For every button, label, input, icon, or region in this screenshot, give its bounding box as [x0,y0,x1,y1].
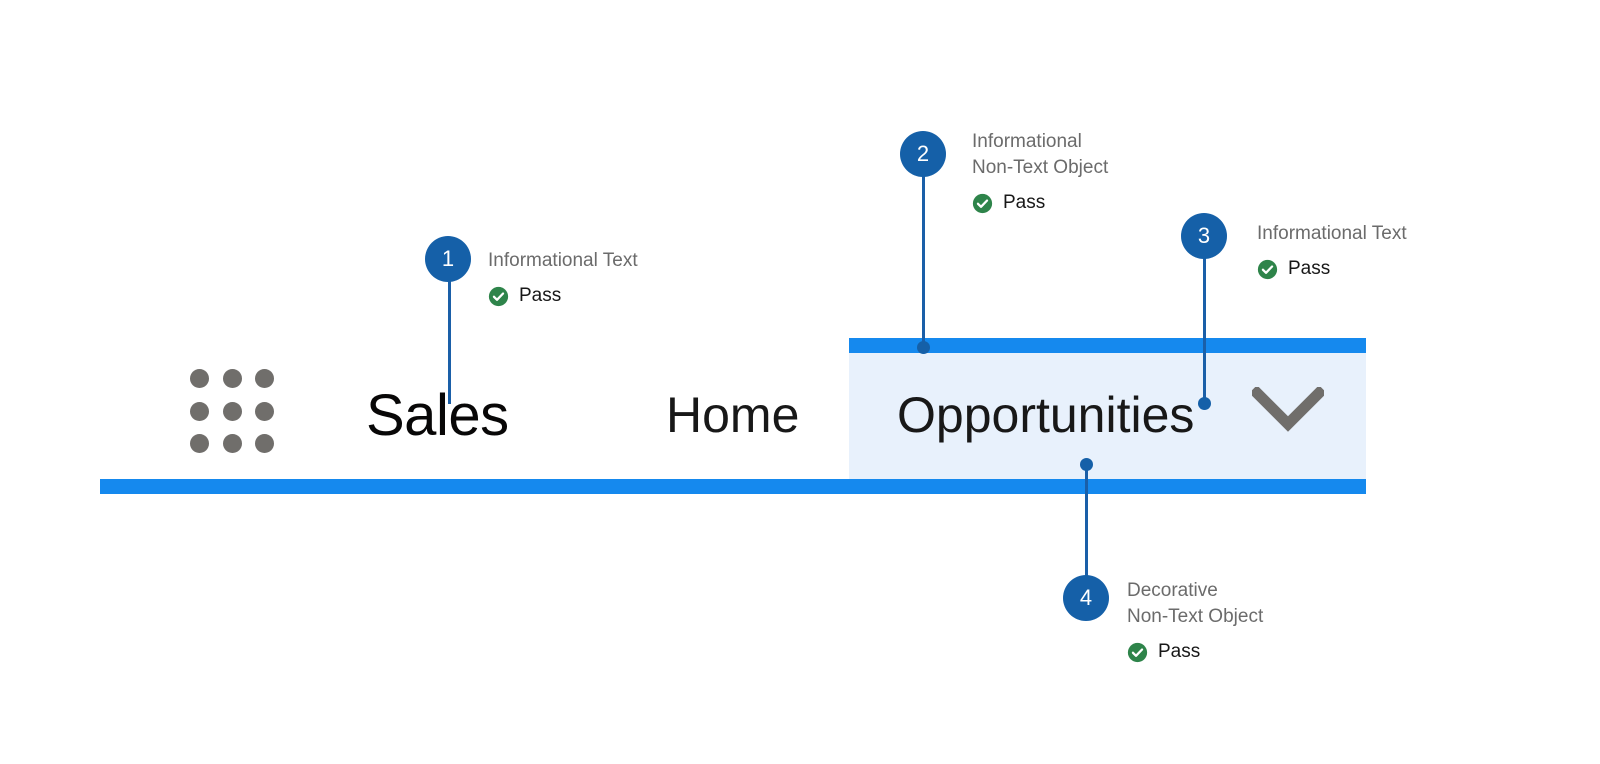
active-tab-top-bar [849,338,1366,353]
callout-2-label-line-1: Informational [972,131,1082,152]
app-launcher-dot [222,401,242,421]
callout-4-text: Decorative Non-Text Object Pass [1127,578,1263,663]
app-launcher-dot [222,434,242,454]
callout-3-text: Informational Text Pass [1257,221,1407,280]
callout-3-badge[interactable]: 3 [1181,213,1227,259]
callout-4-label-line-1: Decorative [1127,580,1218,601]
callout-2-target-dot [917,341,930,354]
callout-2-leader-line [922,176,925,349]
callout-2-label-line-2: Non-Text Object [972,157,1109,178]
callout-4-label-line-2: Non-Text Object [1127,606,1264,627]
callout-2-text: Informational Non-Text Object Pass [972,129,1108,214]
callout-3-target-dot [1198,397,1211,410]
callout-4-status-text: Pass [1158,641,1201,662]
nav-item-home[interactable]: Home [666,387,800,443]
callout-3-label-line-1: Informational Text [1257,223,1407,244]
callout-4-leader-line [1085,464,1088,586]
app-launcher-dot [222,369,242,388]
app-launcher-dot [190,369,209,388]
callout-4-badge[interactable]: 4 [1063,575,1109,621]
callout-1-label-line-1: Informational Text [488,250,638,271]
callout-2-badge[interactable]: 2 [900,131,946,177]
app-name-label[interactable]: Sales [366,383,509,448]
app-launcher-dot [190,401,209,421]
nav-bottom-accent-bar [100,479,1366,494]
callout-4-target-dot [1080,458,1093,471]
app-launcher-dot [190,434,209,454]
callout-1-text: Informational Text Pass [488,248,638,307]
callout-3-status-text: Pass [1288,258,1331,279]
callout-1-badge[interactable]: 1 [425,236,471,282]
callout-1-leader-line [448,272,451,404]
callout-1-status: Pass [488,285,638,307]
callout-2-status: Pass [972,192,1108,214]
check-circle-icon [972,193,993,213]
check-circle-icon [1127,642,1148,662]
callout-3-leader-line [1203,258,1206,406]
callout-3-status: Pass [1257,258,1407,280]
callout-4-status: Pass [1127,641,1263,663]
app-launcher-icon[interactable] [190,369,275,454]
app-launcher-dot [255,369,275,388]
callout-2-status-text: Pass [1003,192,1046,213]
app-launcher-dot [255,434,275,454]
callout-1-status-text: Pass [519,285,562,306]
nav-item-opportunities-label: Opportunities [897,387,1195,443]
chevron-down-icon[interactable] [1249,385,1327,433]
check-circle-icon [488,286,509,306]
check-circle-icon [1257,259,1278,279]
app-launcher-dot [255,401,275,421]
